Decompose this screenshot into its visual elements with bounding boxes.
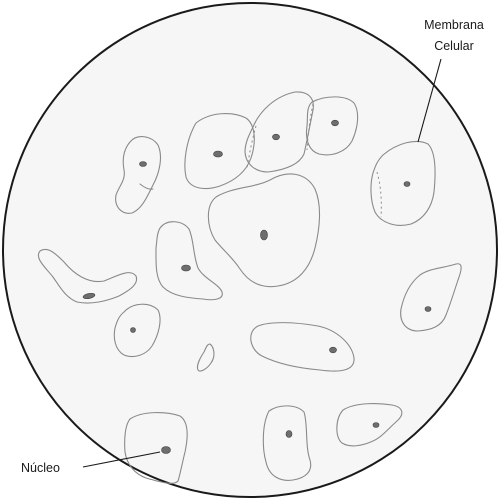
cell — [400, 263, 462, 332]
cell-membrane — [113, 303, 161, 358]
cell-membrane — [305, 96, 359, 156]
cell-membrane — [115, 136, 162, 214]
cell-nucleus — [139, 161, 147, 167]
cell-nucleus — [260, 229, 268, 241]
cell — [250, 322, 355, 372]
cell-fold — [139, 183, 154, 190]
cell — [37, 248, 138, 304]
membrane-pointer-line — [417, 58, 442, 143]
cell-membrane — [184, 113, 255, 190]
cell-membrane — [37, 248, 138, 304]
cell-membrane — [370, 140, 436, 226]
nucleus-pointer-line — [82, 451, 161, 468]
cell-nucleus — [331, 119, 339, 127]
nucleus-label-group: Núcleo — [21, 451, 161, 475]
cell-nucleus — [424, 306, 432, 312]
cell-membrane — [336, 403, 403, 447]
cell — [113, 303, 161, 358]
cell — [155, 221, 223, 301]
membrane-label-line2: Celular — [434, 39, 474, 53]
membrane-label-group: Membrana Celular — [417, 18, 484, 143]
cell-shared-wall — [376, 171, 382, 218]
cell-nucleus — [272, 133, 280, 141]
cell-membrane — [124, 412, 188, 484]
cell-membrane — [196, 343, 215, 372]
cell-membrane — [250, 322, 355, 372]
cell — [124, 412, 188, 484]
cell-membrane — [262, 405, 312, 481]
cell-nucleus — [403, 181, 411, 187]
cell-fragment — [196, 343, 215, 372]
nucleus-label: Núcleo — [21, 461, 60, 475]
membrane-label-line1: Membrana — [424, 18, 484, 32]
cell — [207, 173, 321, 288]
cell — [305, 96, 359, 156]
cell-nucleus — [372, 422, 380, 428]
cell — [262, 405, 312, 481]
cell-nucleus — [213, 150, 223, 158]
cell — [184, 113, 255, 190]
cell-membrane — [244, 91, 314, 173]
cell — [115, 136, 162, 214]
cell-membrane — [207, 173, 321, 288]
cell-nucleus — [181, 264, 191, 272]
cell-nucleus — [130, 327, 136, 333]
cell-nucleus — [161, 446, 171, 454]
cell-membrane — [400, 263, 462, 332]
cell-nucleus — [82, 292, 96, 300]
cell — [370, 140, 436, 226]
cell — [336, 403, 403, 447]
cell-membrane — [155, 221, 223, 301]
cell — [244, 91, 314, 173]
cell-nucleus — [285, 430, 293, 438]
cell-nucleus — [329, 346, 337, 354]
